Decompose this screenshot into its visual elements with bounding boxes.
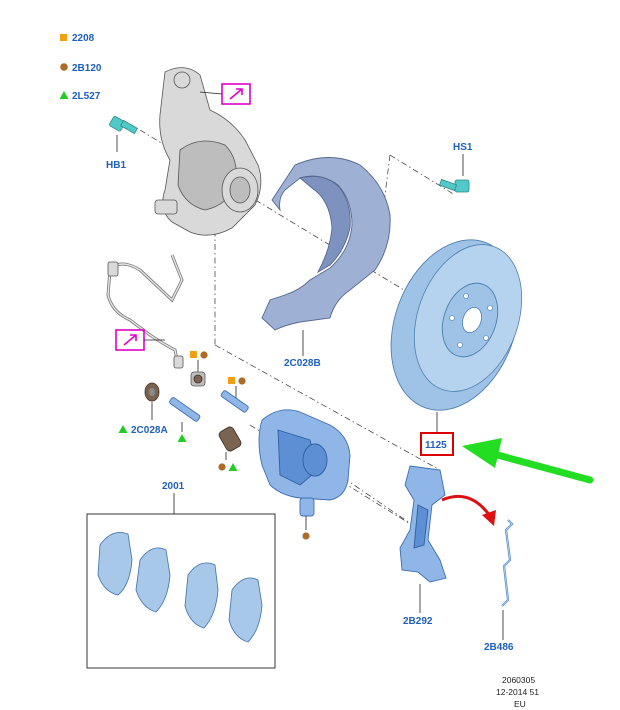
footer-code: 2060305 xyxy=(502,675,535,685)
circle-symbol-icon xyxy=(302,532,310,540)
triangle-symbol-icon xyxy=(59,91,69,99)
footer-region: EU xyxy=(514,699,526,709)
square-symbol-icon xyxy=(60,34,67,41)
shield-label: 2C028B xyxy=(284,358,321,369)
disc-label: 1125 xyxy=(425,440,447,451)
legend-item-circle: 2B120 xyxy=(60,63,102,74)
triangle-symbol-icon xyxy=(228,463,238,471)
square-symbol-icon xyxy=(190,351,197,358)
triangle-symbol-icon xyxy=(118,425,128,433)
circle-symbol-icon xyxy=(200,351,208,359)
brake-caliper xyxy=(258,409,351,540)
pad-set-frame xyxy=(86,513,276,669)
caliper-anchor-bracket: 2B292 xyxy=(399,465,447,627)
legend-label: 2L527 xyxy=(72,91,101,102)
guide-pin-callout: 2C028A xyxy=(118,402,168,436)
legend-item-triangle: 2L527 xyxy=(59,91,101,102)
pointer-arrow-icon xyxy=(462,438,594,484)
anchor-label: 2B292 xyxy=(403,616,433,627)
diagram-footer: 2060305 12-2014 51 EU xyxy=(496,675,539,709)
caliper-fittings: 2C028A xyxy=(118,351,249,471)
legend-label: 2B120 xyxy=(72,63,102,74)
legend-label: 2208 xyxy=(72,33,95,44)
hub-stud-bolt: HS1 xyxy=(438,142,473,193)
square-symbol-icon xyxy=(228,377,235,384)
brake-pad-set: 2001 xyxy=(86,481,276,669)
hb1-label: HB1 xyxy=(106,160,126,171)
disc-highlight-box xyxy=(420,432,454,456)
triangle-symbol-icon xyxy=(177,434,187,442)
knuckle-ref-box xyxy=(199,83,251,105)
brake-disc xyxy=(390,239,523,433)
disc-callout: 1125 xyxy=(420,432,454,456)
spring-label: 2B486 xyxy=(484,642,514,653)
pad-set-label: 2001 xyxy=(162,481,185,492)
hose-ref-box xyxy=(115,329,165,351)
hs1-label: HS1 xyxy=(453,142,473,153)
legend: 2208 2B120 2L527 xyxy=(59,33,102,102)
splash-shield: 2C028B xyxy=(261,157,391,369)
circle-symbol-icon xyxy=(60,63,68,71)
circle-symbol-icon xyxy=(218,463,226,471)
hub-bolt: HB1 xyxy=(106,116,138,171)
brake-hose xyxy=(106,254,184,369)
circle-symbol-icon xyxy=(238,377,246,385)
anti-rattle-clip: 2B486 xyxy=(484,519,514,653)
guide-pin-label: 2C028A xyxy=(131,425,168,436)
steering-knuckle xyxy=(154,67,262,236)
legend-item-square: 2208 xyxy=(60,33,95,44)
red-arrow-icon xyxy=(441,495,496,526)
footer-date: 12-2014 51 xyxy=(496,687,539,697)
